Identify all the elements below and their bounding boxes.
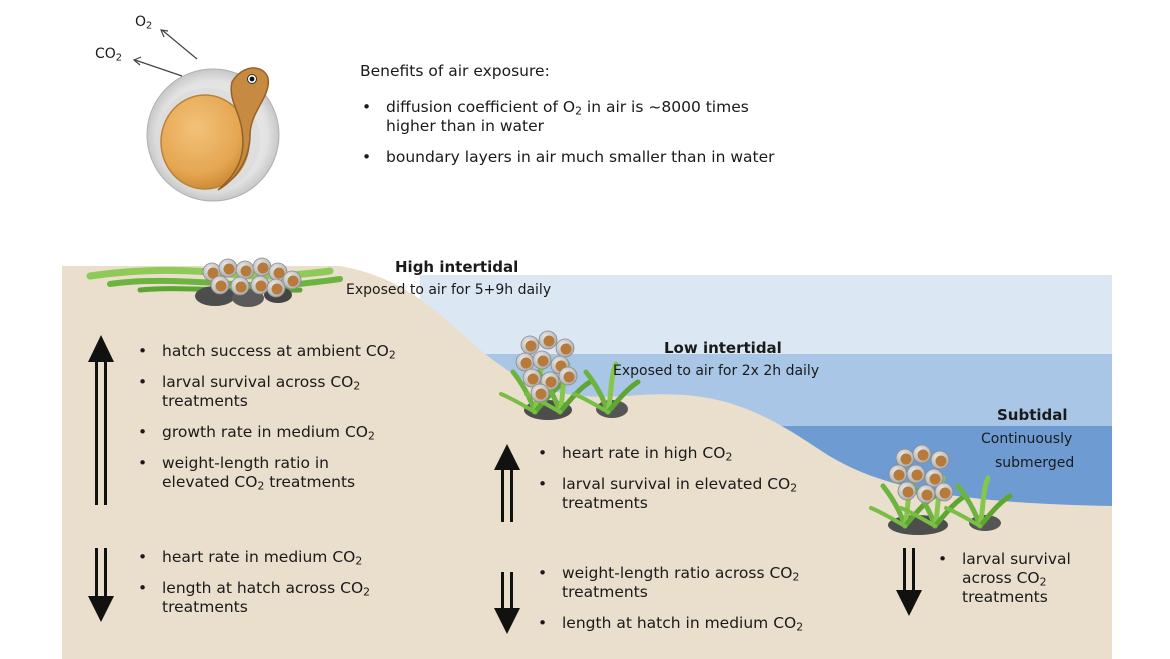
zone-title-low: Low intertidal <box>664 339 782 357</box>
zone-subtitle-subtidal-1: Continuously <box>981 431 1073 447</box>
arrow-down-subtidal <box>896 548 922 616</box>
zone-subtitle-high: Exposed to air for 5+9h daily <box>346 282 552 298</box>
effect-item-line: hatch success at ambient CO2 <box>162 342 396 362</box>
zone-title-subtidal: Subtidal <box>997 406 1068 424</box>
arrow-up-low <box>494 444 520 522</box>
effect-item-line: heart rate in high CO2 <box>562 444 733 464</box>
effect-item-line: weight-length ratio in <box>162 454 329 472</box>
low-intertidal-increases: heart rate in high CO2 larval survival in… <box>538 444 797 513</box>
effect-item: heart rate in medium CO2 <box>138 548 370 567</box>
zone-subtitle-subtidal-2: submerged <box>995 455 1075 471</box>
effect-item-line: length at hatch in medium CO2 <box>562 614 804 634</box>
effect-item-line: elevated CO2 treatments <box>162 473 356 493</box>
effect-item: length at hatch in medium CO2 <box>538 614 803 633</box>
effect-item-line: growth rate in medium CO2 <box>162 423 375 443</box>
effect-item-line: treatments <box>162 598 248 616</box>
co2-label: CO2 <box>95 46 123 64</box>
arrow-down-low <box>494 572 520 634</box>
benefits-list: diffusion coefficient of O2 in air is ~8… <box>362 98 775 167</box>
arrow-down-high <box>88 548 114 622</box>
effect-item-line: weight-length ratio across CO2 <box>562 564 800 584</box>
egg-illustration <box>146 67 280 202</box>
effect-item: hatch success at ambient CO2 <box>138 342 396 361</box>
subtidal-egg-clutch <box>871 444 1010 535</box>
effect-item-line: larval survival <box>962 550 1071 568</box>
low-intertidal-decreases: weight-length ratio across CO2treatments… <box>538 564 803 633</box>
high-intertidal-increases: hatch success at ambient CO2 larval survi… <box>138 342 396 492</box>
effect-item-line: treatments <box>562 583 648 601</box>
effect-item-line: larval survival in elevated CO2 <box>562 475 798 495</box>
arrow-up-high <box>88 335 114 505</box>
gas-exchange-arrows <box>132 29 198 77</box>
low-intertidal-egg-clutch <box>501 330 638 420</box>
zone-title-high: High intertidal <box>395 258 519 276</box>
benefits-heading: Benefits of air exposure: <box>360 62 550 80</box>
effect-item-line: larval survival across CO2 <box>162 373 361 393</box>
effect-item-line: diffusion coefficient of O2 in air is ~8… <box>386 98 749 118</box>
effect-item-line: across CO2 <box>962 569 1047 589</box>
high-intertidal-egg-clutch <box>86 257 343 307</box>
effect-item-line: higher than in water <box>386 117 544 135</box>
zone-subtitle-low: Exposed to air for 2x 2h daily <box>613 363 820 379</box>
effect-item-line: treatments <box>162 392 248 410</box>
high-intertidal-decreases: heart rate in medium CO2 length at hatch … <box>138 548 370 617</box>
effect-item-line: heart rate in medium CO2 <box>162 548 363 568</box>
effect-item: growth rate in medium CO2 <box>138 423 396 442</box>
effect-item: diffusion coefficient of O2 in air is ~8… <box>362 98 775 136</box>
effect-item-line: boundary layers in air much smaller than… <box>386 148 775 166</box>
effect-item: heart rate in high CO2 <box>538 444 797 463</box>
effect-item-line: length at hatch across CO2 <box>162 579 371 599</box>
o2-label: O2 <box>135 14 153 32</box>
effect-item-line: treatments <box>562 494 648 512</box>
effect-item: boundary layers in air much smaller than… <box>362 148 775 167</box>
effect-item: larval survival in elevated CO2treatment… <box>538 475 797 513</box>
effect-item-line: treatments <box>962 588 1048 606</box>
